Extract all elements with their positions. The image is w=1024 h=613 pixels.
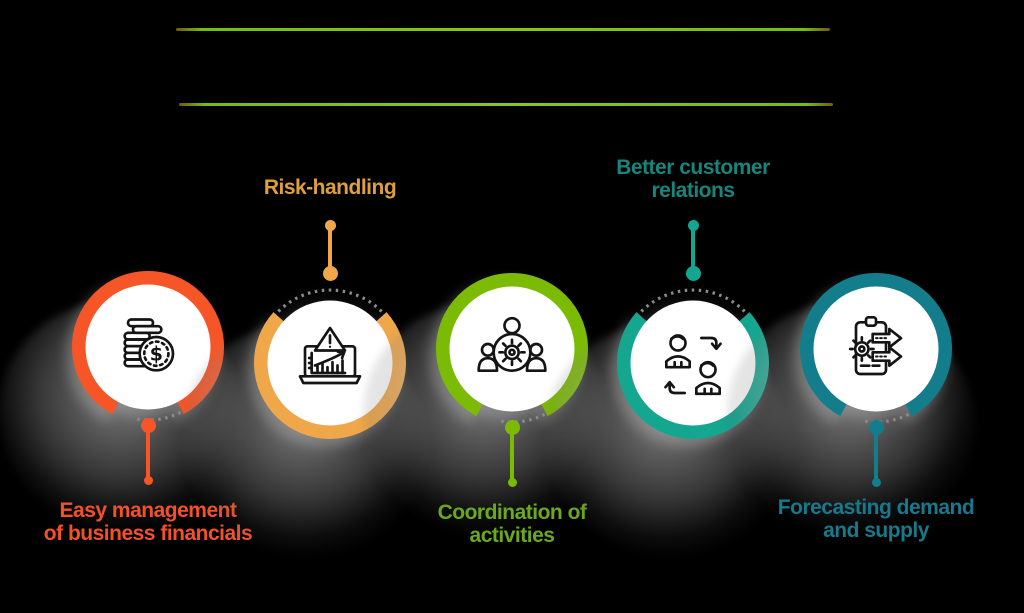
step-label: Risk-handling bbox=[263, 176, 397, 199]
people-swap-icon bbox=[653, 323, 733, 403]
dotted-arc bbox=[268, 288, 392, 324]
title-underline-bottom bbox=[179, 103, 833, 106]
connector-line bbox=[510, 427, 514, 482]
connector-end-dot bbox=[324, 220, 336, 231]
connector-dot bbox=[322, 266, 338, 281]
connector-dot bbox=[685, 266, 701, 281]
ring-arc bbox=[800, 273, 952, 417]
connector-end-dot bbox=[871, 478, 881, 487]
laptop-warning-chart-icon bbox=[290, 323, 370, 403]
connector-line bbox=[874, 427, 878, 482]
svg-text:$: $ bbox=[150, 342, 163, 365]
connector-line bbox=[146, 425, 150, 480]
connector-line bbox=[328, 226, 332, 274]
connector-line bbox=[691, 226, 695, 274]
coins-dollar-icon: $ bbox=[108, 307, 188, 387]
clipboard-gear-arrows-icon bbox=[836, 309, 916, 389]
connector-end-dot bbox=[143, 476, 153, 485]
connector-end-dot bbox=[687, 220, 699, 231]
connector-end-dot bbox=[507, 478, 517, 487]
team-gear-icon bbox=[472, 309, 552, 389]
title-underline-top bbox=[176, 28, 830, 31]
dotted-arc bbox=[631, 288, 755, 324]
